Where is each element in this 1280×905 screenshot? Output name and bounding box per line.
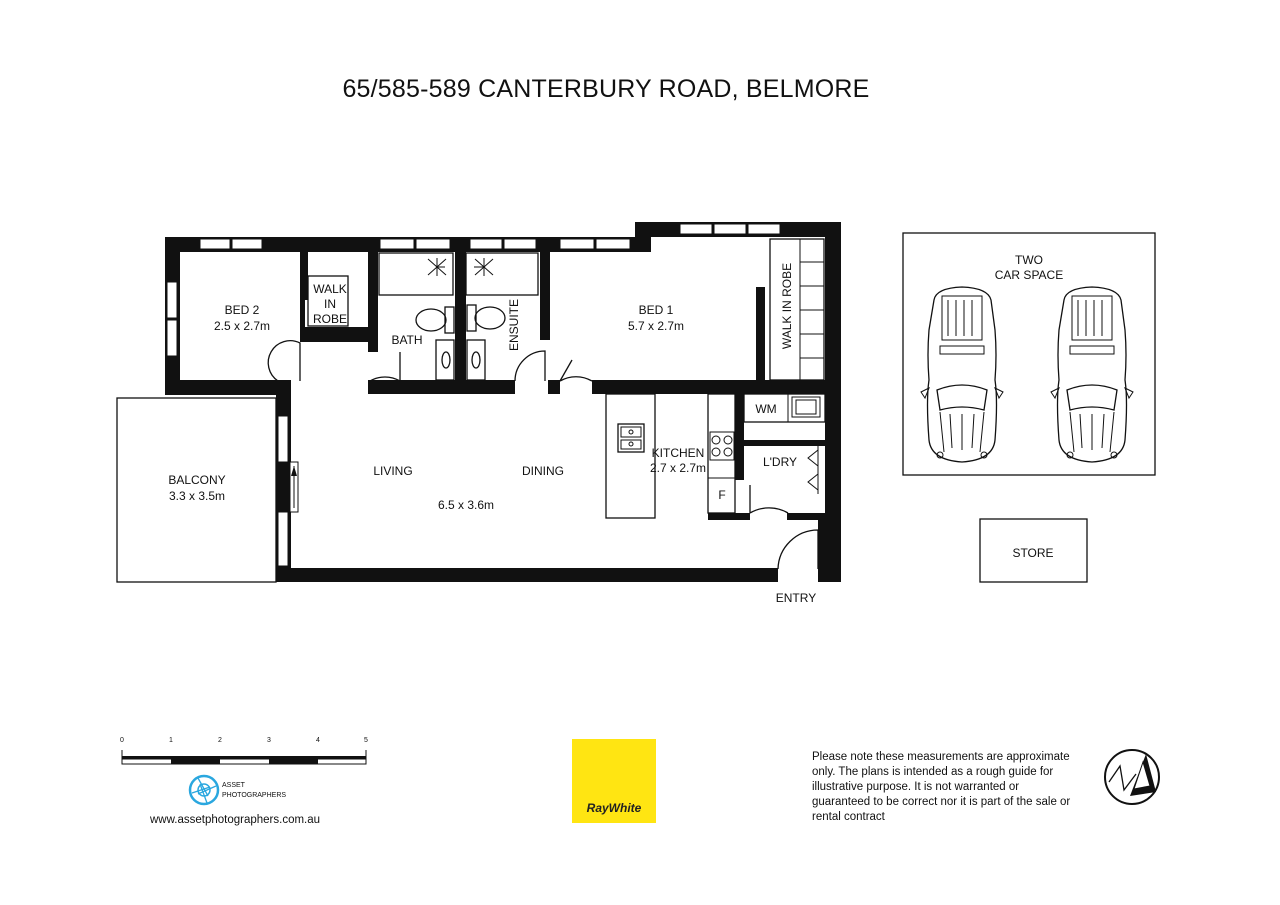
toilet-icon	[466, 304, 506, 332]
sliding-door-icon	[291, 466, 297, 508]
room-labels: BED 2 2.5 x 2.7m WALK IN ROBE BATH ENSUI…	[168, 263, 816, 605]
scale-tick: 4	[316, 737, 320, 744]
bath-label: BATH	[391, 333, 422, 347]
raywhite-logo: RayWhite	[572, 739, 656, 823]
scale-tick: 2	[218, 737, 222, 744]
bed1-label: BED 1	[639, 303, 674, 317]
kitchen-size: 2.7 x 2.7m	[650, 461, 706, 475]
fridge-label: F	[718, 488, 725, 502]
laundry-tub-icon	[791, 396, 821, 418]
store: STORE	[979, 518, 1088, 583]
fixtures	[307, 238, 826, 519]
store-label: STORE	[1012, 546, 1053, 560]
robe2-label-2: IN	[324, 297, 336, 311]
kitchen-sink-icon	[617, 423, 645, 453]
plan-title: 65/585-589 CANTERBURY ROAD, BELMORE	[342, 75, 869, 103]
bed1-size: 5.7 x 2.7m	[628, 319, 684, 333]
living-size: 6.5 x 3.6m	[438, 498, 494, 512]
robe2-label-3: ROBE	[313, 312, 347, 326]
ensuite-label: ENSUITE	[507, 299, 521, 351]
windows	[166, 223, 781, 567]
scale-tick: 5	[364, 737, 368, 744]
north-arrow-icon	[1104, 749, 1160, 805]
wm-label: WM	[755, 402, 776, 416]
garage-label-1: TWO	[1015, 253, 1043, 267]
scale-tick: 0	[120, 737, 124, 744]
scale-tick: 1	[169, 737, 173, 744]
bed2-label: BED 2	[225, 303, 260, 317]
garage-label-2: CAR SPACE	[995, 268, 1063, 282]
balcony-label: BALCONY	[168, 473, 225, 487]
disclaimer-text: Please note these measurements are appro…	[812, 751, 1071, 823]
laundry-label: L'DRY	[763, 455, 797, 469]
walls	[165, 222, 841, 582]
kitchen-label: KITCHEN	[652, 446, 705, 460]
scale-bar: 0 1 2 3 4 5	[120, 737, 368, 765]
shower-icon	[474, 258, 494, 276]
shower-icon	[427, 258, 447, 276]
toilet-icon	[415, 306, 455, 334]
robe1-label: WALK IN ROBE	[780, 263, 794, 349]
photographer-name-2: PHOTOGRAPHERS	[222, 792, 286, 799]
scale-tick: 3	[267, 737, 271, 744]
car-space: TWO CAR SPACE	[902, 232, 1156, 476]
bifold-door-icon	[807, 446, 819, 494]
robe2-label-1: WALK	[313, 282, 347, 296]
car-icon	[920, 286, 1004, 463]
agency-name: RayWhite	[586, 801, 642, 815]
living-label: LIVING	[373, 464, 412, 478]
car-icon	[1050, 286, 1134, 463]
doors	[267, 340, 819, 570]
bed2-size: 2.5 x 2.7m	[214, 319, 270, 333]
camera-aperture-icon	[188, 774, 220, 806]
balcony-outline	[116, 397, 277, 583]
sink-icon	[435, 339, 455, 381]
dining-label: DINING	[522, 464, 564, 478]
website-link[interactable]: www.assetphotographers.com.au	[150, 814, 321, 826]
balcony-size: 3.3 x 3.5m	[169, 489, 225, 503]
cooktop-icon	[709, 431, 735, 461]
sink-icon	[466, 339, 486, 381]
entry-label: ENTRY	[776, 591, 816, 605]
photographer-name-1: ASSET	[222, 782, 246, 789]
